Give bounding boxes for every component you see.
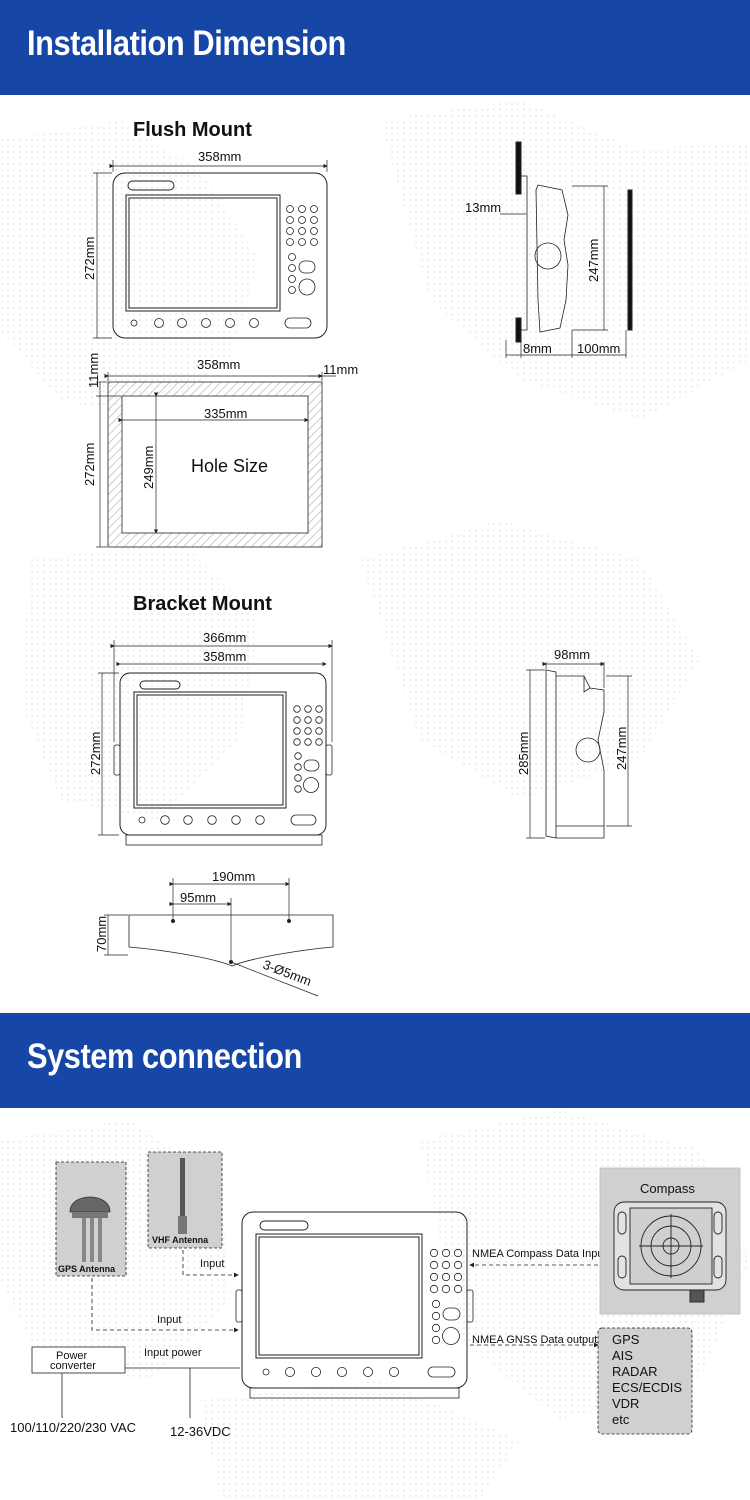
ac-voltage-label: 100/110/220/230 VAC	[10, 1420, 136, 1435]
flush-cut-width: 358mm	[197, 357, 240, 372]
power-converter-box	[31, 1346, 126, 1374]
output-item: RADAR	[612, 1364, 658, 1379]
flush-bottom-buttons	[130, 317, 312, 329]
flush-hole-height: 249mm	[141, 446, 156, 489]
gps-antenna-box	[55, 1161, 127, 1277]
display-unit	[235, 1211, 474, 1399]
installation-banner: Installation Dimension	[0, 0, 750, 95]
compass-box	[599, 1167, 741, 1315]
output-item: GPS	[612, 1332, 640, 1347]
bracket-base-height: 70mm	[94, 916, 109, 952]
flush-front-width: 358mm	[198, 149, 241, 164]
bracket-side-outer-height: 285mm	[516, 732, 531, 775]
flush-side-view	[515, 141, 633, 343]
flush-side-depth-a: 8mm	[523, 341, 552, 356]
dc-voltage-label: 12-36VDC	[170, 1424, 231, 1439]
flush-cut-height: 272mm	[82, 443, 97, 486]
hole-size-label: Hole Size	[191, 456, 268, 476]
compass-label: Compass	[640, 1181, 695, 1196]
system-banner: System connection	[0, 1013, 750, 1108]
vhf-antenna-icon	[180, 1158, 185, 1234]
bracket-side-inner-height: 247mm	[614, 727, 629, 770]
flush-side-height: 247mm	[586, 239, 601, 282]
output-item: VDR	[612, 1396, 639, 1411]
nmea-gnss-label: NMEA GNSS Data output	[472, 1334, 597, 1346]
input-gps-label: Input	[157, 1314, 181, 1326]
bracket-outer-width: 366mm	[203, 630, 246, 645]
nmea-compass-label: NMEA Compass Data Input	[472, 1248, 607, 1260]
gps-antenna-icon	[69, 1196, 111, 1213]
input-vhf-label: Input	[200, 1258, 224, 1270]
bracket-height: 272mm	[88, 732, 103, 775]
bracket-inner-width: 358mm	[203, 649, 246, 664]
installation-title: Installation Dimension	[27, 24, 346, 63]
bracket-mount-title: Bracket Mount	[133, 593, 272, 615]
bracket-side-view	[545, 669, 605, 839]
flush-front-view	[112, 172, 328, 339]
flush-keypad	[286, 205, 318, 296]
bracket-base-half: 95mm	[180, 890, 216, 905]
power-converter-line1: Power	[56, 1350, 88, 1362]
flush-side-panel: 13mm	[465, 200, 501, 215]
flush-hole-width: 335mm	[204, 406, 247, 421]
compass-icon	[613, 1201, 727, 1303]
system-title: System connection	[27, 1037, 302, 1076]
flush-side-depth-b: 100mm	[577, 341, 620, 356]
outputs-box	[597, 1327, 693, 1435]
flush-mount-title: Flush Mount	[133, 119, 252, 141]
bracket-base-span: 190mm	[212, 869, 255, 884]
vhf-antenna-box	[147, 1151, 223, 1249]
flush-cut-margin-right: 11mm	[323, 362, 358, 377]
output-item: AIS	[612, 1348, 633, 1363]
flush-front-height: 272mm	[82, 237, 97, 280]
output-item: ECS/ECDIS	[612, 1380, 682, 1395]
flush-cut-margin-top: 11mm	[86, 353, 101, 388]
gps-antenna-label: GPS Antenna	[58, 1264, 116, 1274]
vhf-antenna-label: VHF Antenna	[152, 1235, 209, 1245]
bracket-front-view	[113, 672, 333, 846]
bracket-side-depth: 98mm	[554, 647, 590, 662]
input-power-label: Input power	[144, 1347, 202, 1359]
output-item: etc	[612, 1412, 630, 1427]
power-converter-line2: converter	[50, 1360, 96, 1372]
